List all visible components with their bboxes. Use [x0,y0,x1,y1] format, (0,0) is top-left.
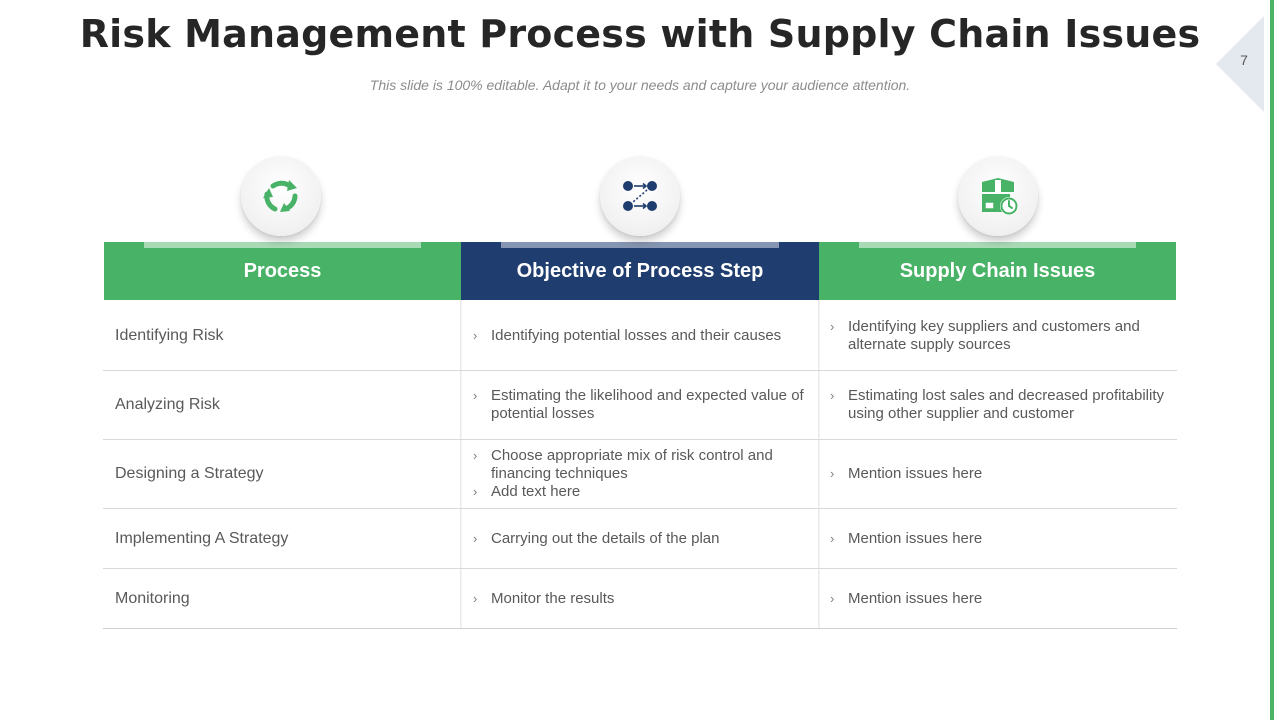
objective-icon-badge [600,156,680,236]
bullet-item: Identifying key suppliers and customers … [830,318,1165,354]
bullet-item: Identifying potential losses and their c… [473,327,808,345]
bullet-item: Mention issues here [830,530,1165,548]
page-corner-tab [1216,16,1264,112]
process-label: Monitoring [115,589,190,607]
bullet-item: Carrying out the details of the plan [473,530,808,548]
header-supply-chain-issues: Supply Chain Issues [819,242,1176,300]
row-divider [103,568,1177,569]
bullet-item: Mention issues here [830,465,1165,483]
recycle-icon [263,180,298,212]
column-divider [460,300,462,628]
table-row-4-process: Implementing A Strategy [115,509,445,568]
right-accent-rule [1270,0,1274,720]
bullet-item: Mention issues here [830,590,1165,608]
process-label: Implementing A Strategy [115,529,289,547]
table-row-3-process: Designing a Strategy [115,440,445,508]
table-row-3-objective: Choose appropriate mix of risk control a… [473,440,808,508]
bullet-item: Add text here [473,483,808,501]
row-divider [103,508,1177,509]
header-tab-strip [859,242,1136,248]
process-icon-badge [241,156,321,236]
header-process: Process [104,242,461,300]
table-row-3-issues: Mention issues here [830,440,1165,508]
supply-icon-badge [958,156,1038,236]
process-label: Designing a Strategy [115,465,264,482]
bullet-item: Estimating lost sales and decreased prof… [830,387,1165,423]
table-row-5-process: Monitoring [115,569,445,628]
header-label: Process [243,259,322,282]
table-row-5-objective: Monitor the results [473,569,808,628]
bullet-item: Estimating the likelihood and expected v… [473,387,808,423]
table-row-1-objective: Identifying potential losses and their c… [473,302,808,370]
process-label: Identifying Risk [115,327,224,344]
page-number: 7 [1240,52,1248,68]
row-divider [103,439,1177,440]
table-row-2-issues: Estimating lost sales and decreased prof… [830,371,1165,439]
header-label: Objective of Process Step [516,259,764,282]
process-label: Analyzing Risk [115,396,220,413]
bullet-item: Choose appropriate mix of risk control a… [473,447,808,483]
slide-subtitle: This slide is 100% editable. Adapt it to… [369,77,911,93]
workflow-nodes-icon [623,181,657,211]
column-divider [818,300,820,628]
header-label: Supply Chain Issues [899,259,1096,282]
header-tab-strip [501,242,779,248]
slide-title: Risk Management Process with Supply Chai… [79,12,1201,56]
header-objective: Objective of Process Step [461,242,819,300]
table-row-4-issues: Mention issues here [830,509,1165,568]
table-row-5-issues: Mention issues here [830,569,1165,628]
bullet-item: Monitor the results [473,590,808,608]
table-row-2-objective: Estimating the likelihood and expected v… [473,371,808,439]
table-bottom-border [103,628,1177,629]
table-row-2-process: Analyzing Risk [115,371,445,439]
table-row-1-process: Identifying Risk [115,302,445,370]
table-row-4-objective: Carrying out the details of the plan [473,509,808,568]
table-row-1-issues: Identifying key suppliers and customers … [830,302,1165,370]
row-divider [103,370,1177,371]
package-clock-icon [982,178,1018,215]
header-tab-strip [144,242,421,248]
